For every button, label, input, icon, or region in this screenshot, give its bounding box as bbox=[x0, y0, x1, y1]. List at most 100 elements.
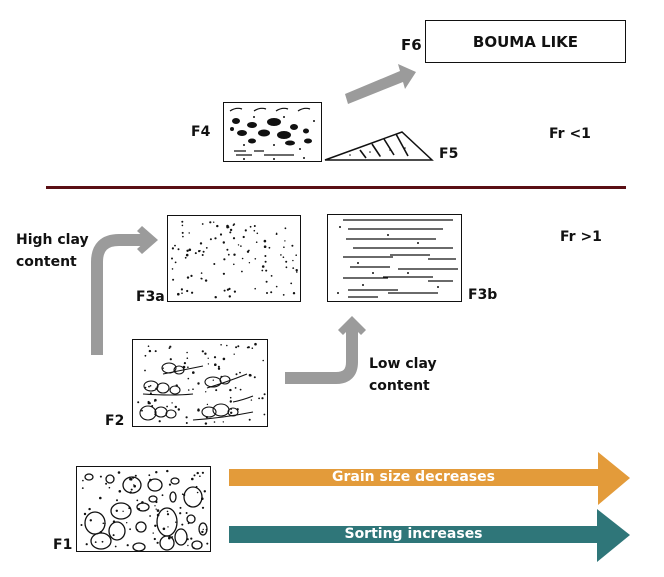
stipple-dot bbox=[253, 229, 256, 232]
f2-facies-box bbox=[132, 339, 268, 427]
stipple-dot bbox=[205, 391, 207, 393]
stipple-dot bbox=[256, 232, 259, 235]
stipple-dot bbox=[105, 482, 108, 485]
stipple-dot bbox=[270, 291, 273, 294]
stipple-dot bbox=[155, 508, 157, 510]
stipple-dot bbox=[187, 389, 190, 391]
stipple-dot bbox=[291, 244, 294, 247]
stipple-dot bbox=[213, 263, 216, 265]
stipple-dot bbox=[169, 358, 172, 361]
stipple-dot bbox=[161, 494, 164, 497]
stipple-dot bbox=[209, 238, 212, 241]
stipple-dot bbox=[205, 416, 208, 419]
stipple-dot bbox=[186, 276, 190, 279]
stipple-dot bbox=[222, 421, 224, 423]
stipple-dot bbox=[223, 289, 226, 292]
flow-arrow-high-clay-head bbox=[137, 226, 158, 254]
stipple-dot bbox=[185, 512, 188, 514]
f1-drawing bbox=[80, 469, 209, 552]
stipple-dot bbox=[292, 267, 295, 269]
stipple-dot bbox=[185, 253, 189, 257]
stipple-dot bbox=[202, 528, 204, 531]
stipple-dot bbox=[295, 269, 298, 272]
stipple-dot bbox=[188, 248, 192, 252]
stipple-dot bbox=[244, 229, 247, 232]
stipple-dot bbox=[122, 510, 124, 512]
facies-label-f6: F6 bbox=[401, 36, 422, 54]
stipple-dot bbox=[229, 231, 232, 234]
stipple-dot bbox=[182, 365, 186, 369]
stipple-dot bbox=[199, 242, 203, 245]
stipple-dot bbox=[202, 250, 205, 253]
stipple-dot bbox=[112, 534, 115, 537]
stipple-dot bbox=[181, 292, 183, 294]
stipple-dot bbox=[155, 500, 158, 504]
f3b-facies-box bbox=[327, 214, 462, 302]
stipple-dot bbox=[99, 475, 102, 478]
stipple-dot bbox=[136, 529, 139, 531]
stipple-dot bbox=[237, 244, 240, 246]
stipple-dot bbox=[209, 221, 212, 224]
stipple-dot bbox=[186, 351, 188, 354]
stipple-dot bbox=[171, 257, 173, 260]
stipple-dot bbox=[217, 365, 220, 368]
stipple-dot bbox=[114, 545, 117, 548]
stipple-dot bbox=[266, 292, 268, 294]
bouma-like-text: BOUMA LIKE bbox=[472, 32, 579, 51]
stipple-dot bbox=[214, 363, 217, 366]
stipple-dot bbox=[134, 474, 137, 477]
f4-drawing bbox=[229, 107, 315, 160]
stipple-dot bbox=[196, 471, 199, 475]
stipple-dot bbox=[185, 416, 188, 419]
stipple-dot bbox=[130, 488, 133, 491]
f2-drawing bbox=[137, 342, 266, 425]
stipple-dot bbox=[144, 369, 146, 372]
stipple-dot bbox=[194, 252, 197, 255]
stipple-dot bbox=[137, 507, 140, 511]
trend-arrow-grain-size bbox=[229, 452, 630, 505]
stipple-dot bbox=[237, 345, 240, 348]
stipple-dot bbox=[201, 223, 204, 225]
stipple-dot bbox=[196, 491, 199, 494]
stipple-dot bbox=[264, 255, 267, 257]
stipple-dot bbox=[235, 373, 238, 376]
stipple-dot bbox=[214, 237, 217, 240]
froude-divider bbox=[46, 186, 626, 189]
stipple-dot bbox=[197, 409, 200, 412]
stipple-dot bbox=[193, 474, 196, 477]
stipple-dot bbox=[154, 350, 157, 353]
stipple-dot bbox=[177, 292, 180, 296]
facies-label-f5: F5 bbox=[439, 146, 459, 162]
stipple-dot bbox=[292, 259, 294, 262]
stipple-dot bbox=[229, 396, 232, 399]
stipple-dot bbox=[187, 366, 189, 368]
stipple-dot bbox=[171, 247, 174, 250]
stipple-dot bbox=[141, 409, 143, 412]
stipple-dot bbox=[201, 497, 204, 500]
stipple-dot bbox=[201, 350, 204, 353]
stipple-dot bbox=[254, 258, 257, 260]
stipple-dot bbox=[207, 357, 209, 359]
stipple-dot bbox=[204, 422, 208, 425]
stipple-dot bbox=[171, 536, 174, 538]
stipple-dot bbox=[248, 262, 251, 264]
f3a-drawing bbox=[171, 220, 298, 299]
stipple-dot bbox=[177, 248, 180, 251]
stipple-dot bbox=[191, 477, 194, 481]
stipple-dot bbox=[199, 475, 201, 477]
stipple-dot bbox=[233, 290, 236, 293]
stipple-dot bbox=[220, 344, 222, 346]
stipple-dot bbox=[187, 544, 189, 547]
stipple-dot bbox=[169, 345, 172, 348]
stipple-dot bbox=[204, 279, 208, 282]
stipple-dot bbox=[213, 421, 216, 423]
stipple-dot bbox=[166, 469, 169, 473]
stipple-dot bbox=[149, 392, 152, 395]
stipple-dot bbox=[187, 377, 190, 380]
stipple-dot bbox=[153, 537, 156, 541]
stipple-dot bbox=[254, 342, 257, 346]
stipple-dot bbox=[201, 254, 204, 256]
stipple-dot bbox=[222, 357, 226, 361]
stipple-dot bbox=[167, 526, 169, 528]
stipple-dot bbox=[261, 265, 265, 268]
